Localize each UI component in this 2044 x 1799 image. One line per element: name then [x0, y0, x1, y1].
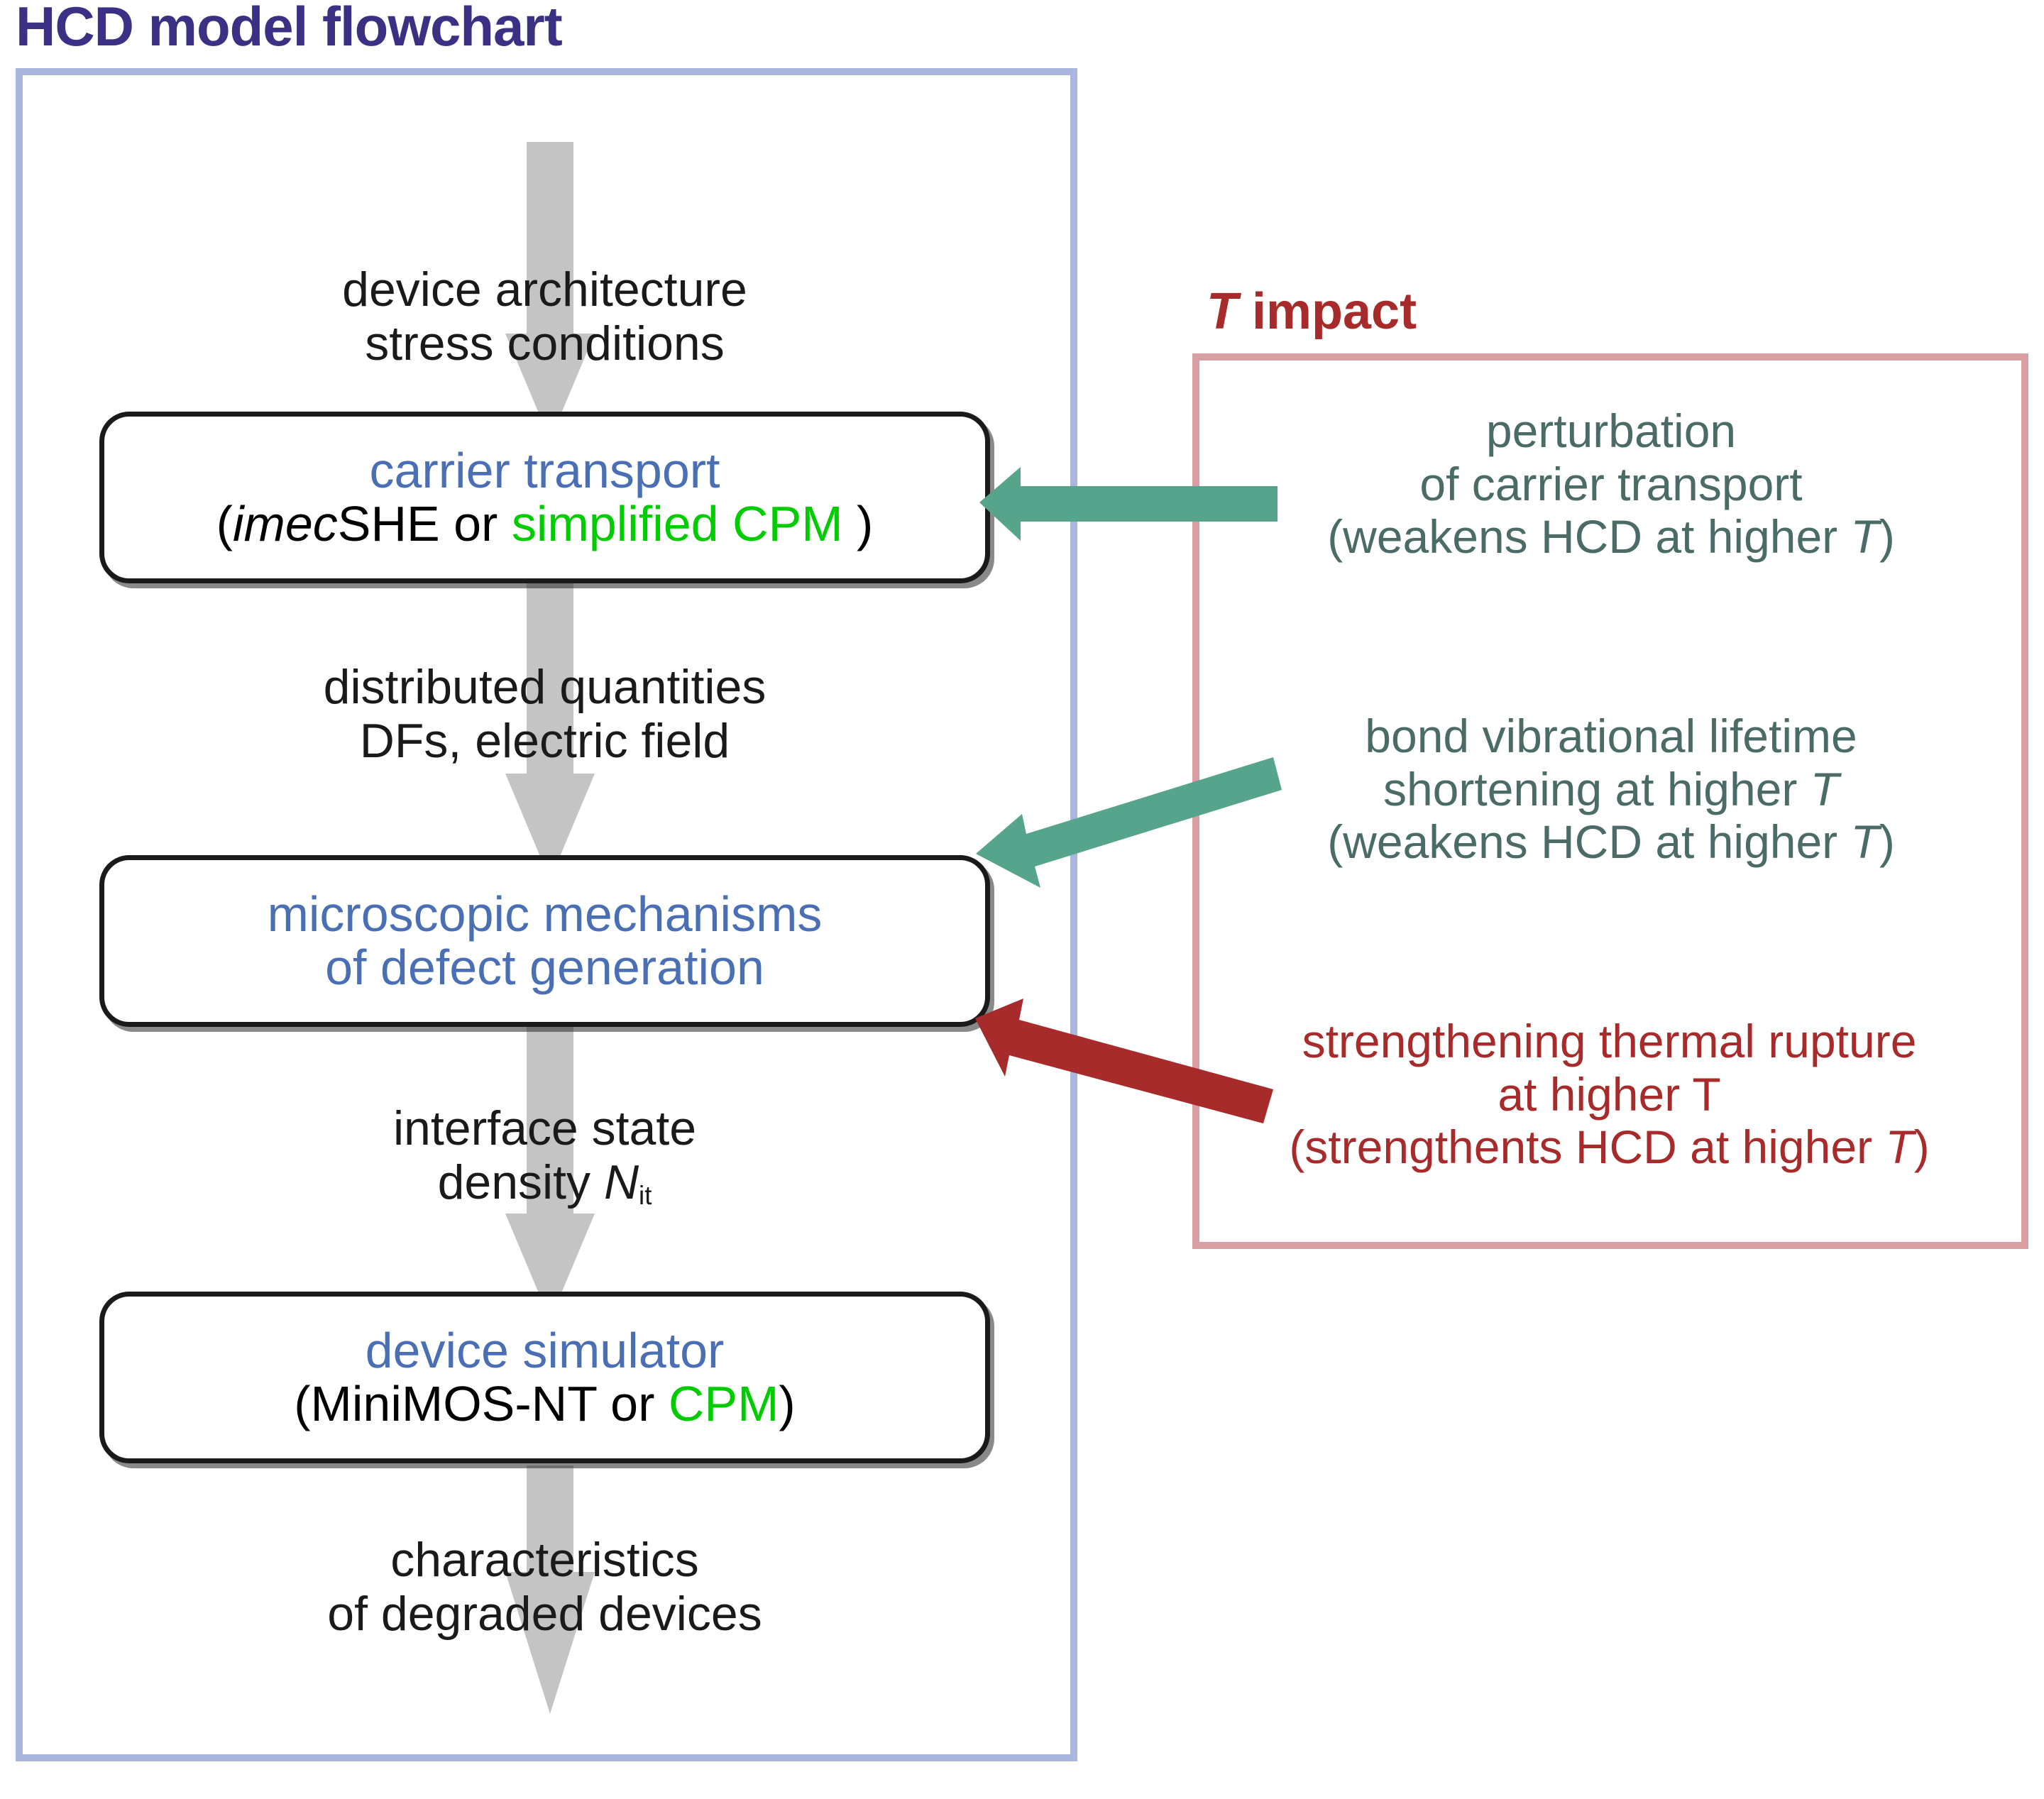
process-box-device-simulator[interactable]: device simulator (MiniMOS-NT or CPM)	[99, 1292, 990, 1463]
she-label: SHE or	[337, 496, 512, 551]
flow-label-distributed: distributed quantities DFs, electric fie…	[99, 660, 990, 768]
effect-suffix: )	[1879, 815, 1895, 869]
effect-prefix: shortening at higher	[1383, 762, 1811, 815]
effect-text-perturbation: perturbation of carrier transport (weake…	[1207, 405, 2016, 563]
temperature-symbol: T	[1207, 283, 1238, 340]
flow-label-line-nit: density Nit	[99, 1155, 990, 1211]
effect-line: strengthening thermal rupture	[1302, 1015, 1917, 1067]
cpm-label: CPM	[668, 1376, 779, 1431]
flow-label-line: DFs, electric field	[359, 714, 730, 769]
effect-prefix: (weakens HCD at higher	[1327, 510, 1851, 563]
flow-label-line: characteristics	[390, 1533, 699, 1587]
effect-suffix: )	[1879, 510, 1895, 563]
nit-subscript: it	[639, 1181, 652, 1211]
effect-line: (weakens HCD at higher T)	[1207, 815, 2016, 869]
effect-prefix: (weakens HCD at higher	[1327, 815, 1851, 869]
effect-line: shortening at higher T	[1207, 763, 2016, 816]
imec-label: imec	[232, 496, 338, 551]
box-title-line2: of defect generation	[325, 940, 764, 995]
box-title: device simulator	[365, 1323, 725, 1379]
temperature-panel-title: T impact	[1207, 282, 1417, 341]
effect-line: bond vibrational lifetime	[1365, 710, 1857, 762]
flow-label-line: distributed quantities	[323, 660, 766, 714]
red-arrow-thermal-rupture-icon	[975, 998, 1273, 1123]
temperature-symbol: T	[1850, 510, 1879, 563]
box-title-line1: microscopic mechanisms	[267, 886, 823, 942]
temperature-symbol: T	[1810, 762, 1840, 815]
minimos-label: (MiniMOS-NT or	[294, 1376, 669, 1431]
effect-line: perturbation	[1485, 405, 1737, 457]
effect-suffix: )	[1913, 1121, 1930, 1174]
box-subtitle: (imecSHE or simplified CPM )	[216, 497, 874, 551]
temperature-symbol: T	[1885, 1121, 1914, 1174]
temperature-symbol: T	[1850, 815, 1879, 869]
nit-symbol: N	[603, 1155, 639, 1210]
paren-close: )	[779, 1376, 796, 1431]
flow-label-inputs: device architecture stress conditions	[99, 263, 990, 370]
simplified-cpm-label: simplified CPM	[511, 496, 843, 551]
paren-close: )	[842, 496, 874, 551]
flow-label-characteristics: characteristics of degraded devices	[99, 1533, 990, 1641]
effect-line: (weakens HCD at higher T)	[1207, 510, 2016, 563]
effect-prefix: (strengthents HCD at higher	[1289, 1121, 1886, 1174]
flow-label-line: of degraded devices	[327, 1587, 762, 1641]
box-subtitle: (MiniMOS-NT or CPM)	[294, 1377, 795, 1431]
teal-arrow-perturbation-icon	[979, 467, 1278, 541]
nit-prefix: density	[437, 1155, 604, 1210]
page-title: HCD model flowchart	[16, 0, 563, 57]
flowchart-panel	[16, 68, 1077, 1761]
effect-text-bond-vibrational-lifetime: bond vibrational lifetime shortening at …	[1207, 710, 2016, 869]
vertical-flow-arrow-icon	[505, 142, 595, 1714]
process-box-microscopic-mechanisms[interactable]: microscopic mechanisms of defect generat…	[99, 855, 990, 1027]
effect-line: of carrier transport	[1419, 457, 1803, 510]
effect-line: (strengthents HCD at higher T)	[1192, 1121, 2026, 1174]
flow-label-line: interface state	[392, 1101, 697, 1155]
effect-line: at higher T	[1498, 1067, 1721, 1121]
teal-arrow-bond-lifetime-icon	[976, 757, 1282, 888]
flow-label-line: device architecture	[342, 263, 747, 317]
box-title: carrier transport	[369, 443, 720, 499]
process-box-carrier-transport[interactable]: carrier transport (imecSHE or simplified…	[99, 412, 990, 583]
temperature-title-rest: impact	[1237, 283, 1417, 340]
paren-open: (	[216, 496, 233, 551]
flow-label-line: stress conditions	[365, 317, 725, 371]
effect-text-thermal-rupture: strengthening thermal rupture at higher …	[1192, 1015, 2026, 1174]
flow-label-interface-state: interface state density Nit	[99, 1101, 990, 1211]
